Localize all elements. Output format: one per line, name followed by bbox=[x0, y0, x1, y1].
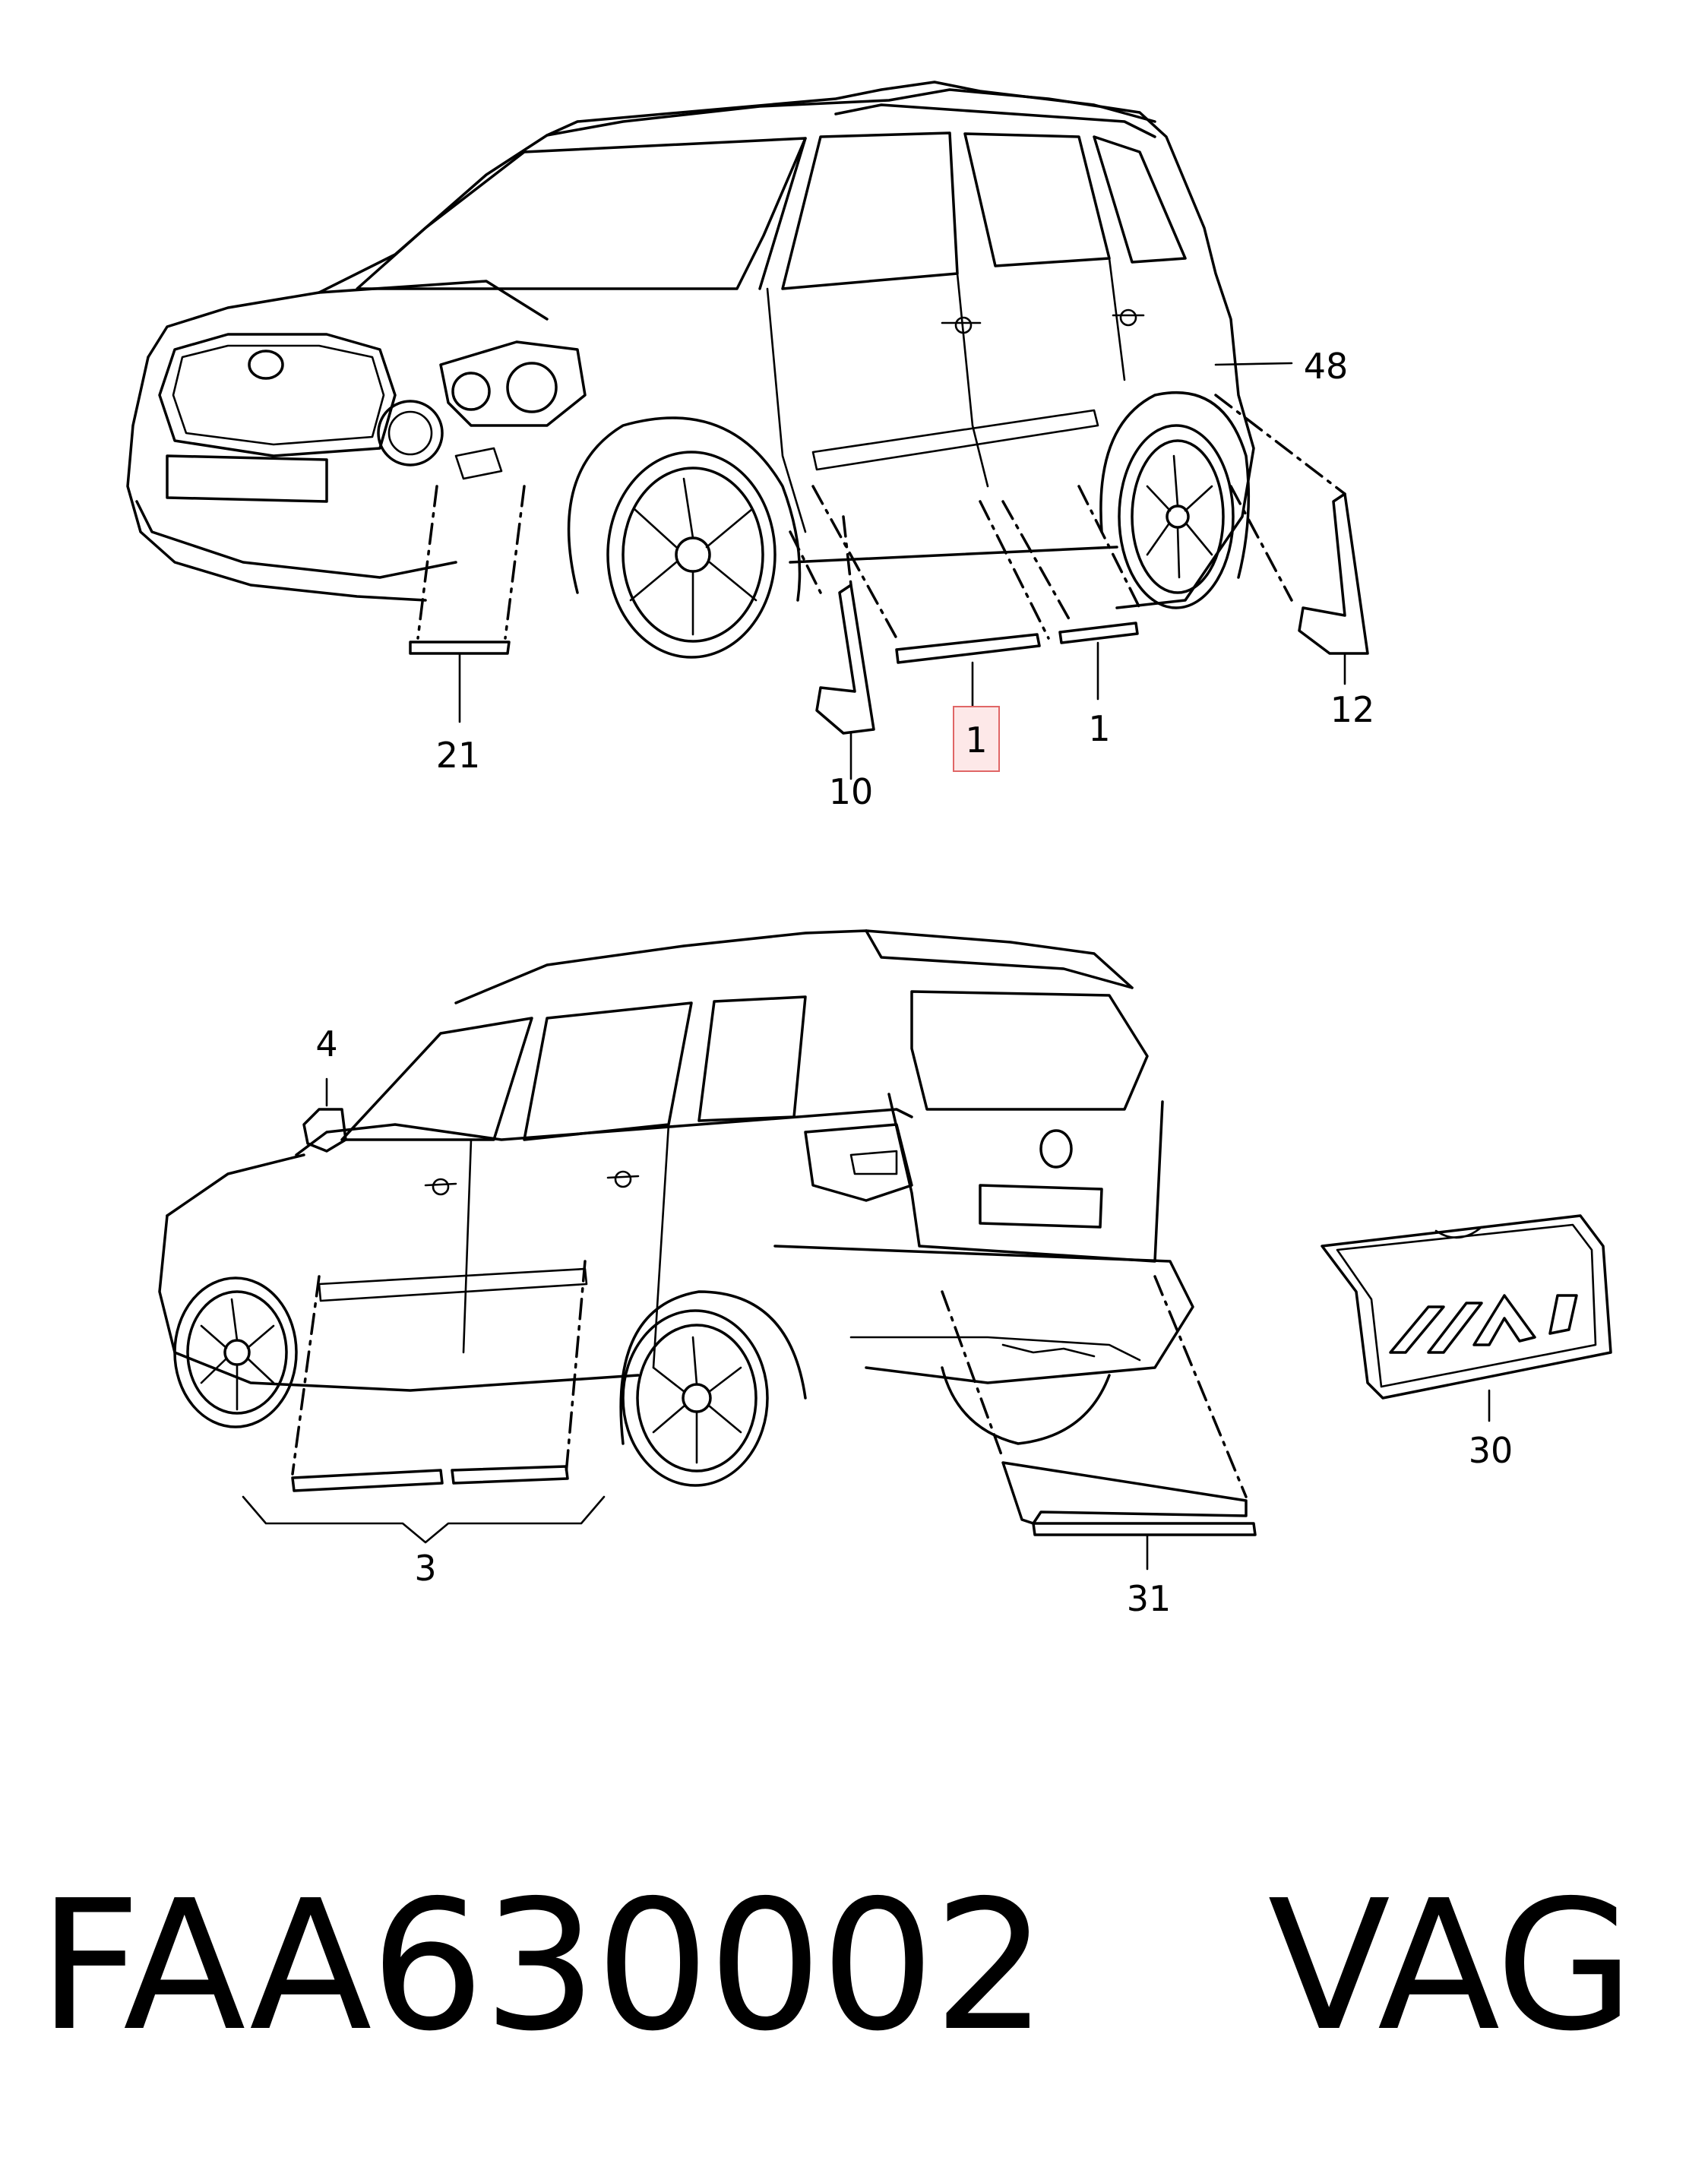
callout-31[interactable]: 31 bbox=[1127, 1578, 1172, 1619]
rear-view-vehicle bbox=[158, 929, 1257, 1544]
callout-1-highlight-box[interactable] bbox=[953, 706, 1000, 772]
callout-leaders bbox=[458, 641, 1491, 1571]
callout-1-highlighted[interactable]: 1 bbox=[965, 720, 987, 761]
callout-3[interactable]: 3 bbox=[414, 1548, 436, 1589]
front-view-vehicle bbox=[126, 81, 1369, 735]
callout-10[interactable]: 10 bbox=[829, 771, 874, 812]
brand-name: VAG bbox=[1267, 1862, 1635, 2070]
callout-21[interactable]: 21 bbox=[436, 735, 481, 776]
part-caption: FAA630002 VAG bbox=[38, 1862, 1635, 2070]
part-30-sill-protector bbox=[1321, 1214, 1612, 1400]
callout-1[interactable]: 1 bbox=[1088, 708, 1110, 749]
callout-48[interactable]: 48 bbox=[1304, 346, 1349, 387]
part-number: FAA630002 bbox=[38, 1862, 1047, 2070]
callout-12[interactable]: 12 bbox=[1330, 689, 1375, 730]
callout-30[interactable]: 30 bbox=[1469, 1430, 1513, 1471]
callout-4[interactable]: 4 bbox=[315, 1023, 337, 1064]
